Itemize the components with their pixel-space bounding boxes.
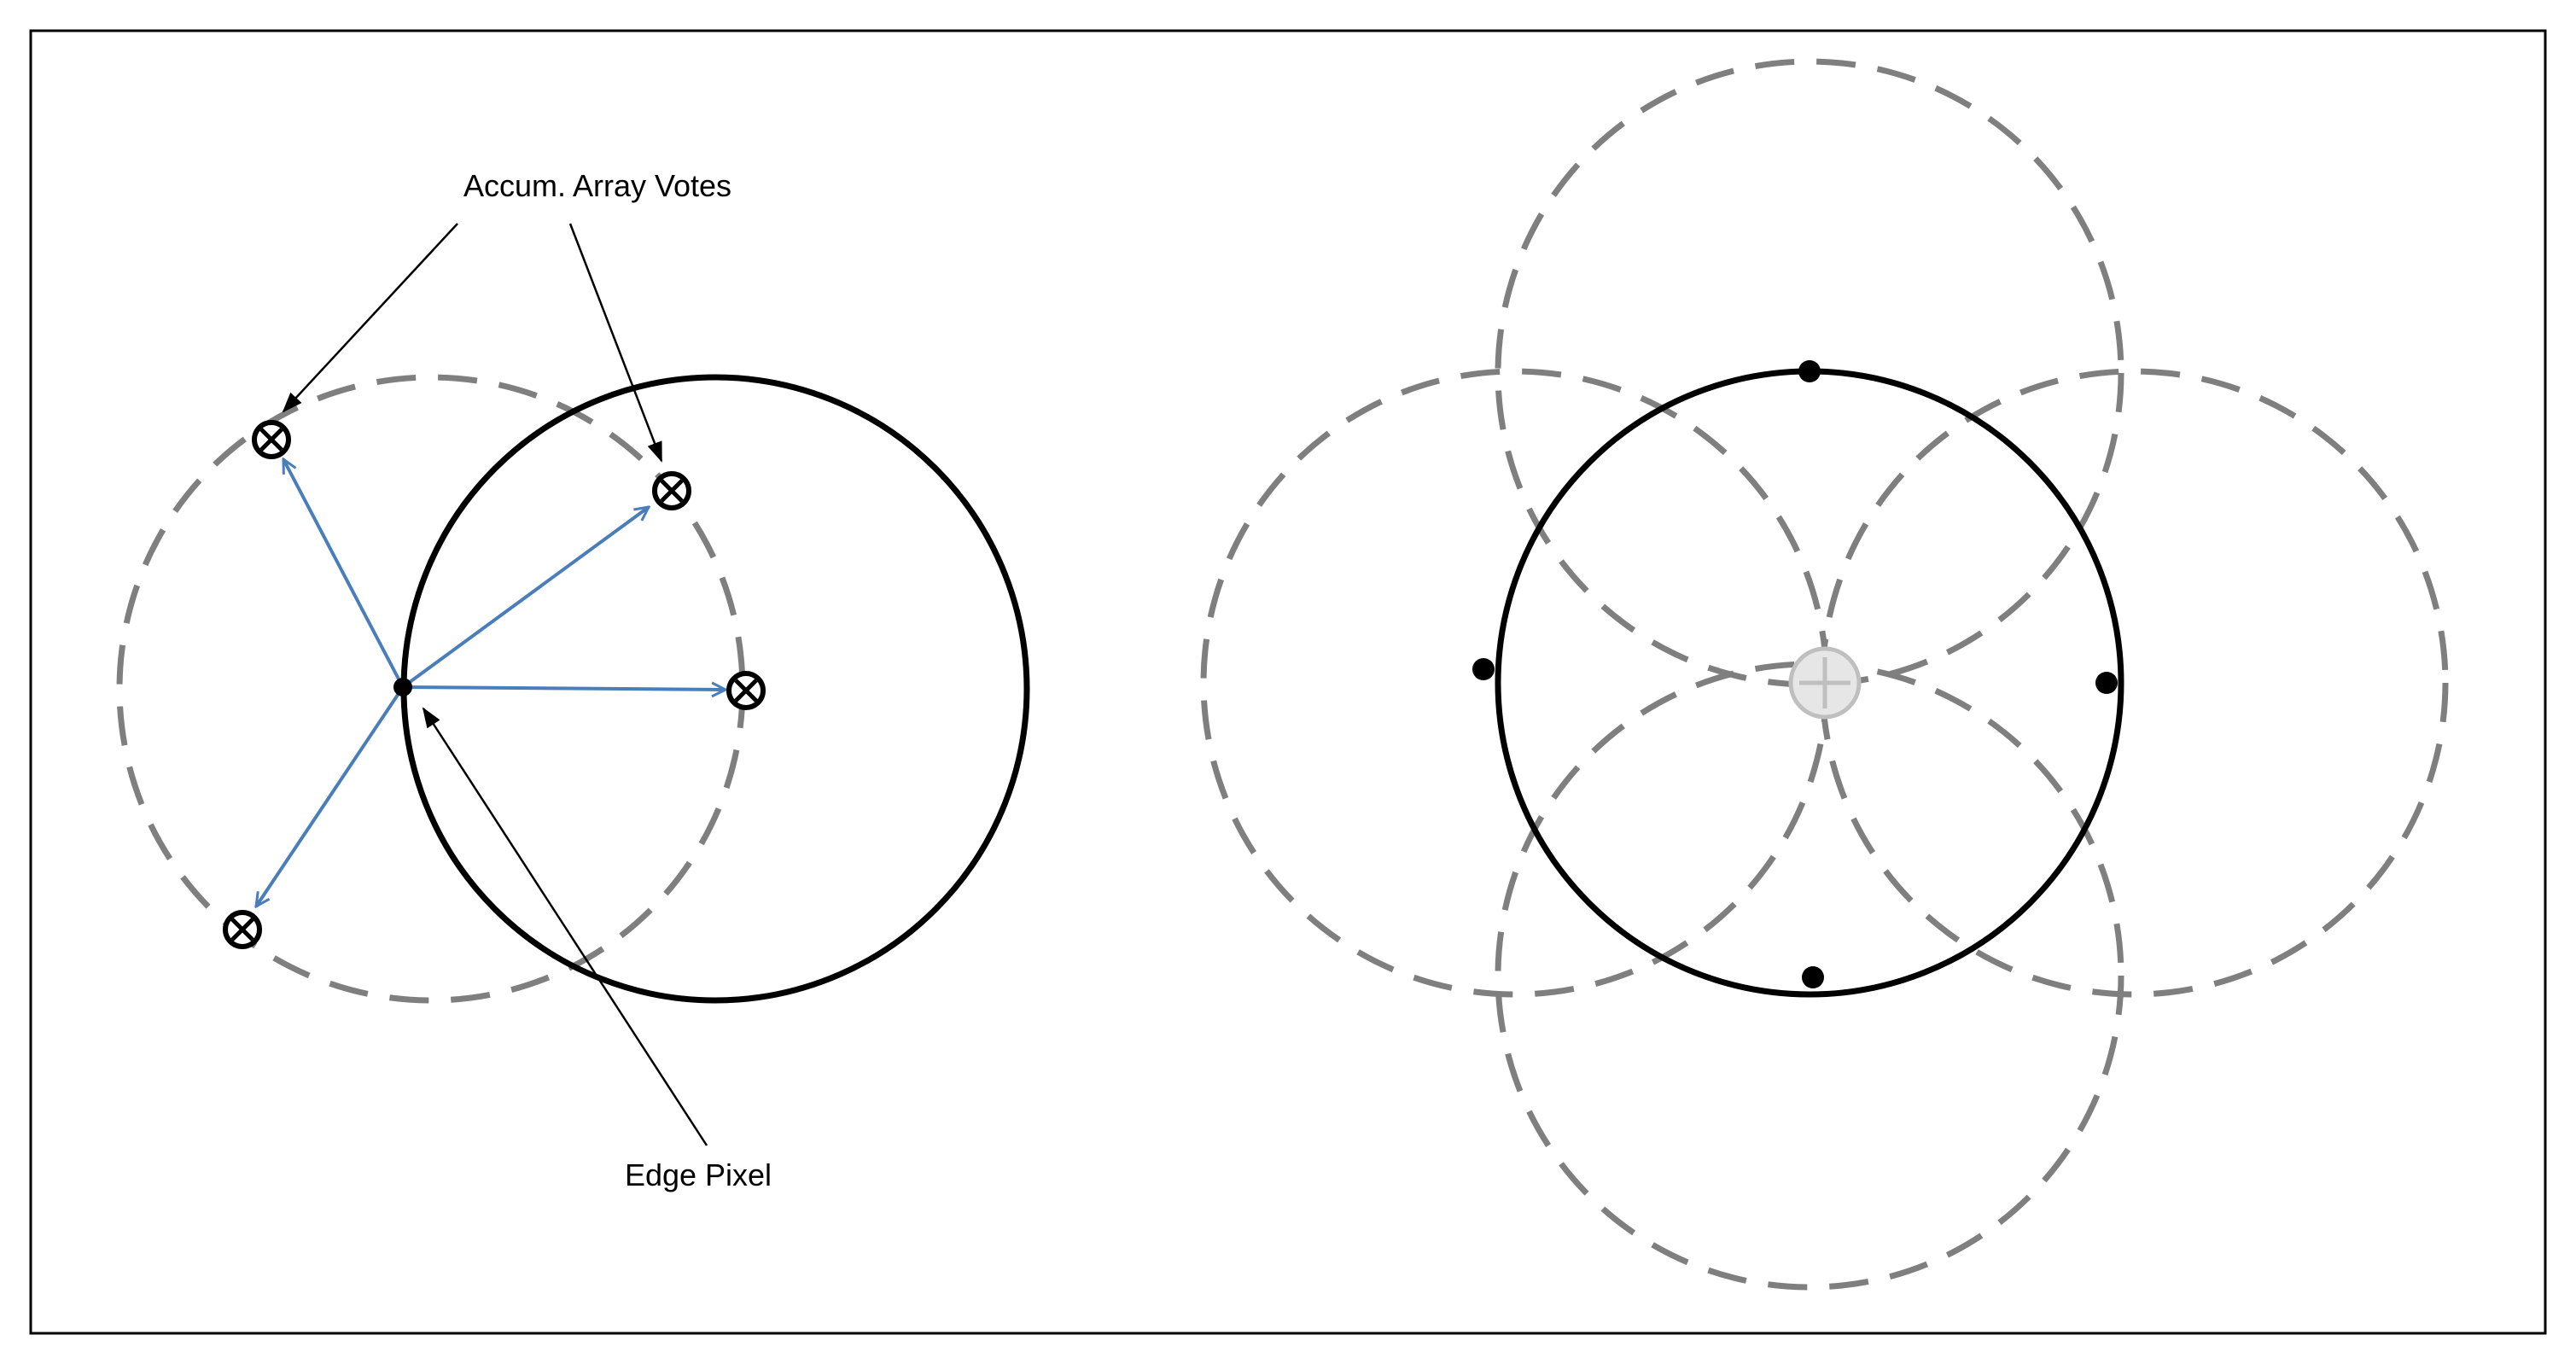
votes-leader-arrow [282,223,458,413]
right-dashed-circle [1819,368,2449,998]
left-dashed-circle [1200,368,1830,998]
edge-pixel-label: Edge Pixel [625,1157,772,1192]
dot-icon [1802,966,1824,988]
dot-icon [1472,658,1495,680]
circled-x-icon [726,671,766,710]
circled-x-icon [223,910,262,949]
votes-leader-arrow [568,223,663,463]
dot-icon [1798,360,1821,382]
left-panel: Accum. Array Votes Edge Pixel [116,168,1030,1192]
circled-x-icon [652,471,691,510]
votes-label: Accum. Array Votes [463,168,731,203]
top-dashed-circle [1495,58,2124,688]
edge-leader-arrow [422,707,708,1146]
vote-vector [282,459,405,688]
vote-vector [402,687,726,690]
edge-pixel-dot [393,678,412,697]
bottom-dashed-circle [1495,661,2124,1291]
crosshair-icon [1788,646,1862,720]
circled-x-icon [252,420,291,459]
dot-icon [2095,672,2118,694]
vote-vector [401,507,649,689]
figure-frame [29,29,2547,1335]
vote-vector [256,685,405,906]
right-panel [1200,58,2449,1291]
